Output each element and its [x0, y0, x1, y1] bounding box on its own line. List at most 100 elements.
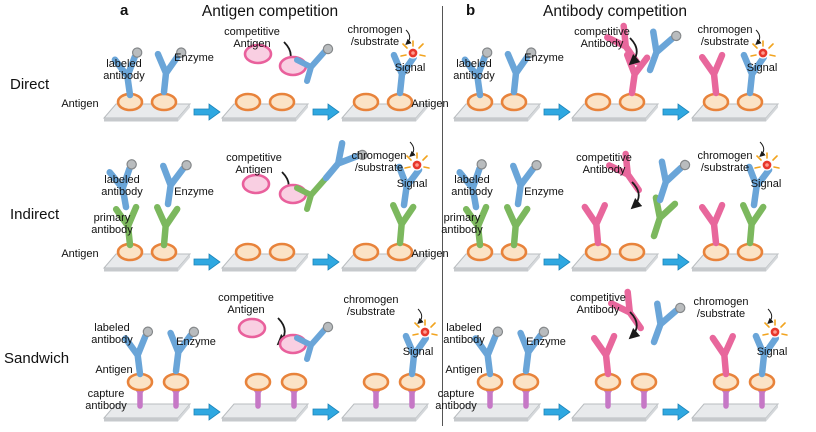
- panel-b-direct-stage-1: [453, 46, 541, 122]
- labeled-antibody-icon: [740, 55, 764, 94]
- labeled-antibody-icon: [114, 47, 148, 96]
- competitive-antigen-icon: [241, 173, 271, 195]
- enzyme-icon: [322, 321, 334, 333]
- competitive-antibody-icon: [607, 26, 645, 68]
- antigen-icon: [244, 372, 272, 392]
- step-arrow-icon: [543, 403, 571, 421]
- labeled-antibody-icon: [458, 159, 493, 209]
- signal-icon: [400, 40, 426, 59]
- antigen-icon: [268, 242, 296, 262]
- plate-icon: [103, 253, 191, 272]
- primary-antibody-icon: [504, 207, 527, 246]
- signal-icon: [750, 40, 776, 59]
- antigen-icon: [584, 92, 612, 112]
- antigen-icon: [268, 92, 296, 112]
- antigen-icon: [386, 242, 414, 262]
- competitive-antibody-icon: [609, 154, 647, 196]
- antigen-icon: [584, 242, 612, 262]
- signal-icon: [754, 152, 780, 171]
- plate-icon: [453, 103, 541, 122]
- antigen-icon: [162, 372, 190, 392]
- panel-b-direct-stage-2: [571, 24, 683, 122]
- primary-antibody-icon: [116, 207, 140, 246]
- plate-icon: [341, 403, 429, 422]
- antigen-icon: [386, 92, 414, 112]
- panel-a-indirect-stage-1: [103, 157, 192, 272]
- labeled-antibody-icon: [508, 157, 542, 206]
- panel-a-sandwich-stage-2: [221, 318, 334, 422]
- plate-icon: [221, 253, 309, 272]
- panel-b-indirect-stage-1: [453, 157, 542, 272]
- panel-b-letter: b: [466, 2, 476, 19]
- labeled-antibody-icon: [641, 24, 683, 76]
- substrate-arrow-icon: [406, 30, 410, 44]
- plate-icon: [221, 103, 309, 122]
- primary-antibody-icon: [297, 178, 326, 209]
- plate-icon: [571, 103, 659, 122]
- antigen-icon: [618, 242, 646, 262]
- labeled-antibody-icon: [154, 46, 186, 94]
- primary-antibody-icon: [466, 207, 490, 246]
- labeled-antibody-icon: [297, 328, 326, 359]
- antigen-icon: [736, 242, 764, 262]
- panel-a-letter: a: [120, 2, 129, 19]
- competitive-antibody-icon: [594, 336, 618, 375]
- signal-icon: [404, 152, 430, 171]
- substrate-arrow-icon: [756, 30, 760, 44]
- row-label-direct: Direct: [10, 76, 50, 93]
- labeled-antibody-icon: [158, 157, 192, 206]
- plate-icon: [103, 103, 191, 122]
- labeled-antibody-icon: [752, 336, 776, 375]
- signal-icon: [412, 319, 438, 338]
- antigen-icon: [352, 242, 380, 262]
- step-arrow-icon: [193, 103, 221, 121]
- antigen-icon: [736, 92, 764, 112]
- panel-b-direct-stage-3: [691, 30, 779, 122]
- step-arrow-icon: [193, 403, 221, 421]
- step-arrow-icon: [543, 103, 571, 121]
- labeled-antibody-icon: [744, 167, 769, 206]
- step-arrow-icon: [543, 253, 571, 271]
- panel-divider: [442, 6, 443, 426]
- panel-a-sandwich-stage-1: [103, 325, 199, 422]
- antigen-icon: [352, 92, 380, 112]
- antigen-icon: [280, 372, 308, 392]
- labeled-antibody-icon: [108, 159, 143, 209]
- step-arrow-icon: [662, 403, 690, 421]
- substrate-arrow-icon: [760, 142, 764, 156]
- primary-antibody-icon: [390, 205, 413, 244]
- antigen-icon: [702, 242, 730, 262]
- labeled-antibody-icon: [645, 296, 687, 348]
- panel-a-direct-stage-3: [341, 30, 429, 122]
- primary-antibody-icon: [644, 198, 674, 239]
- step-arrow-icon: [312, 253, 340, 271]
- panel-b-indirect-stage-3: [691, 142, 780, 272]
- antigen-icon: [234, 92, 262, 112]
- plate-icon: [691, 403, 779, 422]
- plate-icon: [453, 253, 541, 272]
- labeled-antibody-icon: [504, 46, 536, 94]
- plate-icon: [571, 253, 659, 272]
- step-arrow-icon: [312, 403, 340, 421]
- labeled-antibody-icon: [166, 325, 199, 374]
- competitive-antibody-icon: [702, 205, 726, 244]
- panel-b-sandwich-stage-2: [571, 292, 687, 422]
- substrate-arrow-icon: [418, 309, 422, 323]
- panel-b-indirect-stage-2: [571, 154, 691, 272]
- primary-antibody-icon: [154, 207, 177, 246]
- step-arrow-icon: [312, 103, 340, 121]
- panel-b-sandwich-stage-3: [691, 309, 788, 422]
- antigen-icon: [702, 92, 730, 112]
- step-arrow-icon: [662, 103, 690, 121]
- labeled-antibody-icon: [390, 55, 414, 94]
- antigen-icon: [630, 372, 658, 392]
- step-arrow-icon: [193, 253, 221, 271]
- antigen-icon: [618, 92, 646, 112]
- panel-b-sandwich-stage-1: [453, 325, 549, 422]
- antigen-icon: [150, 92, 178, 112]
- row-label-indirect: Indirect: [10, 206, 60, 223]
- labeled-antibody-icon: [297, 50, 326, 81]
- labeled-antibody-icon: [125, 327, 158, 376]
